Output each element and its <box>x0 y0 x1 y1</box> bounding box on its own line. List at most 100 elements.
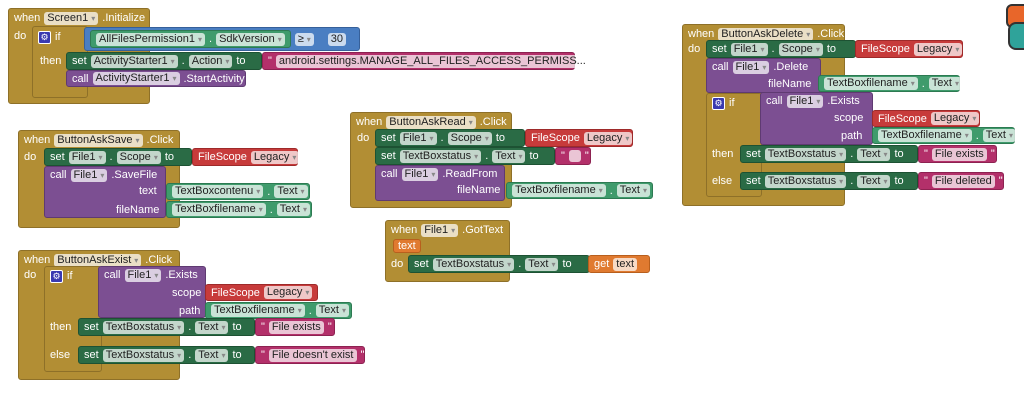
component-dropdown[interactable]: TextBoxstatus▾ <box>432 257 515 271</box>
property-dropdown[interactable]: Text▾ <box>195 320 229 334</box>
component-dropdown[interactable]: TextBoxstatus▾ <box>102 320 185 334</box>
gear-icon[interactable]: ⚙ <box>712 97 725 110</box>
set-block[interactable]: set File1▾ . Scope▾ to <box>706 40 856 58</box>
component-dropdown[interactable]: TextBoxfilename▾ <box>824 77 918 90</box>
component-dropdown[interactable]: TextBoxcontenu▾ <box>172 185 264 198</box>
set-block[interactable]: set TextBoxstatus▾ . Text▾ to <box>408 255 590 273</box>
text-block[interactable]: "" <box>555 147 591 165</box>
gear-icon[interactable]: ⚙ <box>50 270 63 283</box>
component-dropdown[interactable]: ButtonAskExist▾ <box>54 254 142 267</box>
component-dropdown[interactable]: File1▾ <box>70 169 108 182</box>
property-dropdown[interactable]: Text▾ <box>857 174 891 188</box>
scope-dropdown[interactable]: Legacy▾ <box>913 42 963 56</box>
text-block[interactable]: "File exists" <box>918 145 997 163</box>
component-dropdown[interactable]: TextBoxstatus▾ <box>102 348 185 362</box>
text-field[interactable]: File deleted <box>931 174 995 188</box>
compare-block[interactable]: AllFilesPermission1▾ . SdkVersion▾ ≥▾ 30 <box>84 27 360 51</box>
number-field[interactable]: 30 <box>327 32 347 46</box>
getter-block[interactable]: AllFilesPermission1▾ . SdkVersion▾ <box>90 30 291 48</box>
getter-block[interactable]: TextBoxcontenu▾ . Text▾ <box>166 183 310 200</box>
property-dropdown[interactable]: Text▾ <box>274 185 308 198</box>
component-dropdown[interactable]: File1▾ <box>399 131 437 145</box>
component-dropdown[interactable]: File1▾ <box>401 168 439 181</box>
component-dropdown[interactable]: ButtonAskSave▾ <box>54 134 143 147</box>
set-block[interactable]: set TextBoxstatus▾ . Text▾ to <box>740 172 918 190</box>
text-block[interactable]: "File deleted" <box>918 172 1004 190</box>
call-block[interactable]: call File1▾ .Exists <box>98 266 206 318</box>
filescope-block[interactable]: FileScope Legacy▾ <box>192 148 300 166</box>
property-dropdown[interactable]: Text▾ <box>616 184 650 197</box>
property-dropdown[interactable]: Text▾ <box>195 348 229 362</box>
property-dropdown[interactable]: Text▾ <box>525 257 559 271</box>
set-block[interactable]: set File1▾ . Scope▾ to <box>44 148 192 166</box>
call-block[interactable]: call File1▾ .Delete <box>706 58 821 93</box>
backpack-icon[interactable] <box>1006 0 1024 50</box>
component-dropdown[interactable]: TextBoxstatus▾ <box>764 174 847 188</box>
component-dropdown[interactable]: File1▾ <box>421 224 459 237</box>
component-dropdown[interactable]: File1▾ <box>68 150 106 164</box>
call-block[interactable]: call File1▾ .ReadFrom <box>375 165 505 201</box>
call-block[interactable]: call File1▾ .SaveFile <box>44 166 166 218</box>
property-dropdown[interactable]: SdkVersion▾ <box>216 32 285 46</box>
component-dropdown[interactable]: ActivityStarter1▾ <box>90 54 178 68</box>
property-dropdown[interactable]: Scope▾ <box>778 42 823 56</box>
property-dropdown[interactable]: Text▾ <box>276 203 310 216</box>
scope-dropdown[interactable]: Legacy▾ <box>930 112 980 125</box>
event-parameter[interactable]: text <box>393 239 421 253</box>
set-block[interactable]: set TextBoxstatus▾ . Text▾ to <box>78 318 255 336</box>
text-field[interactable] <box>568 150 581 162</box>
get-variable-block[interactable]: get text <box>588 255 650 273</box>
text-block[interactable]: "File doesn't exist" <box>255 346 365 364</box>
set-block[interactable]: set ActivityStarter1▾ . Action▾ to <box>66 52 262 70</box>
property-dropdown[interactable]: Scope▾ <box>447 131 492 145</box>
operator-dropdown[interactable]: ≥▾ <box>294 32 314 46</box>
call-block[interactable]: call ActivityStarter1▾ .StartActivity <box>66 70 246 87</box>
scope-dropdown[interactable]: Legacy▾ <box>583 131 633 145</box>
set-block[interactable]: set TextBoxstatus▾ . Text▾ to <box>375 147 555 165</box>
getter-block[interactable]: TextBoxfilename▾ . Text▾ <box>818 75 962 92</box>
text-field[interactable]: android.settings.MANAGE_ALL_FILES_ACCESS… <box>275 54 589 68</box>
component-dropdown[interactable]: ButtonAskDelete▾ <box>718 28 814 41</box>
component-dropdown[interactable]: AllFilesPermission1▾ <box>96 32 205 46</box>
component-dropdown[interactable]: TextBoxfilename▾ <box>172 203 266 216</box>
filescope-block[interactable]: FileScope Legacy▾ <box>525 129 633 147</box>
component-dropdown[interactable]: File1▾ <box>124 269 162 282</box>
variable-dropdown[interactable]: text <box>613 257 638 271</box>
getter-block[interactable]: TextBoxfilename▾ . Text▾ <box>872 127 1016 144</box>
component-dropdown[interactable]: ButtonAskRead▾ <box>386 116 476 129</box>
property-dropdown[interactable]: Text▾ <box>315 304 349 317</box>
filescope-block[interactable]: FileScope Legacy▾ <box>205 284 318 301</box>
component-dropdown[interactable]: TextBoxfilename▾ <box>211 304 305 317</box>
filescope-block[interactable]: FileScope Legacy▾ <box>872 110 980 127</box>
scope-dropdown[interactable]: Legacy▾ <box>263 286 313 299</box>
property-dropdown[interactable]: Text▾ <box>492 149 526 163</box>
property-dropdown[interactable]: Text▾ <box>857 147 891 161</box>
component-dropdown[interactable]: ActivityStarter1▾ <box>92 72 180 85</box>
text-field[interactable]: File exists <box>268 320 324 334</box>
getter-block[interactable]: TextBoxfilename▾ . Text▾ <box>205 302 352 319</box>
text-block[interactable]: "File exists" <box>255 318 335 336</box>
getter-block[interactable]: TextBoxfilename▾ . Text▾ <box>166 201 312 218</box>
set-block[interactable]: set File1▾ . Scope▾ to <box>375 129 525 147</box>
component-dropdown[interactable]: File1▾ <box>786 95 824 108</box>
property-dropdown[interactable]: Text▾ <box>928 77 962 90</box>
text-field[interactable]: File exists <box>931 147 987 161</box>
text-field[interactable]: File doesn't exist <box>268 348 357 362</box>
text-block[interactable]: "android.settings.MANAGE_ALL_FILES_ACCES… <box>262 52 597 70</box>
component-dropdown[interactable]: Screen1▾ <box>44 12 99 25</box>
component-dropdown[interactable]: TextBoxfilename▾ <box>512 184 606 197</box>
component-dropdown[interactable]: TextBoxstatus▾ <box>764 147 847 161</box>
scope-dropdown[interactable]: Legacy▾ <box>250 150 300 164</box>
component-dropdown[interactable]: TextBoxstatus▾ <box>399 149 482 163</box>
component-dropdown[interactable]: File1▾ <box>730 42 768 56</box>
component-dropdown[interactable]: TextBoxfilename▾ <box>878 129 972 142</box>
getter-block[interactable]: TextBoxfilename▾ . Text▾ <box>506 182 653 199</box>
gear-icon[interactable]: ⚙ <box>38 31 51 44</box>
set-block[interactable]: set TextBoxstatus▾ . Text▾ to <box>78 346 255 364</box>
property-dropdown[interactable]: Action▾ <box>188 54 233 68</box>
set-block[interactable]: set TextBoxstatus▾ . Text▾ to <box>740 145 918 163</box>
property-dropdown[interactable]: Text▾ <box>982 129 1016 142</box>
component-dropdown[interactable]: File1▾ <box>732 61 770 74</box>
property-dropdown[interactable]: Scope▾ <box>116 150 161 164</box>
filescope-block[interactable]: FileScope Legacy▾ <box>855 40 963 58</box>
